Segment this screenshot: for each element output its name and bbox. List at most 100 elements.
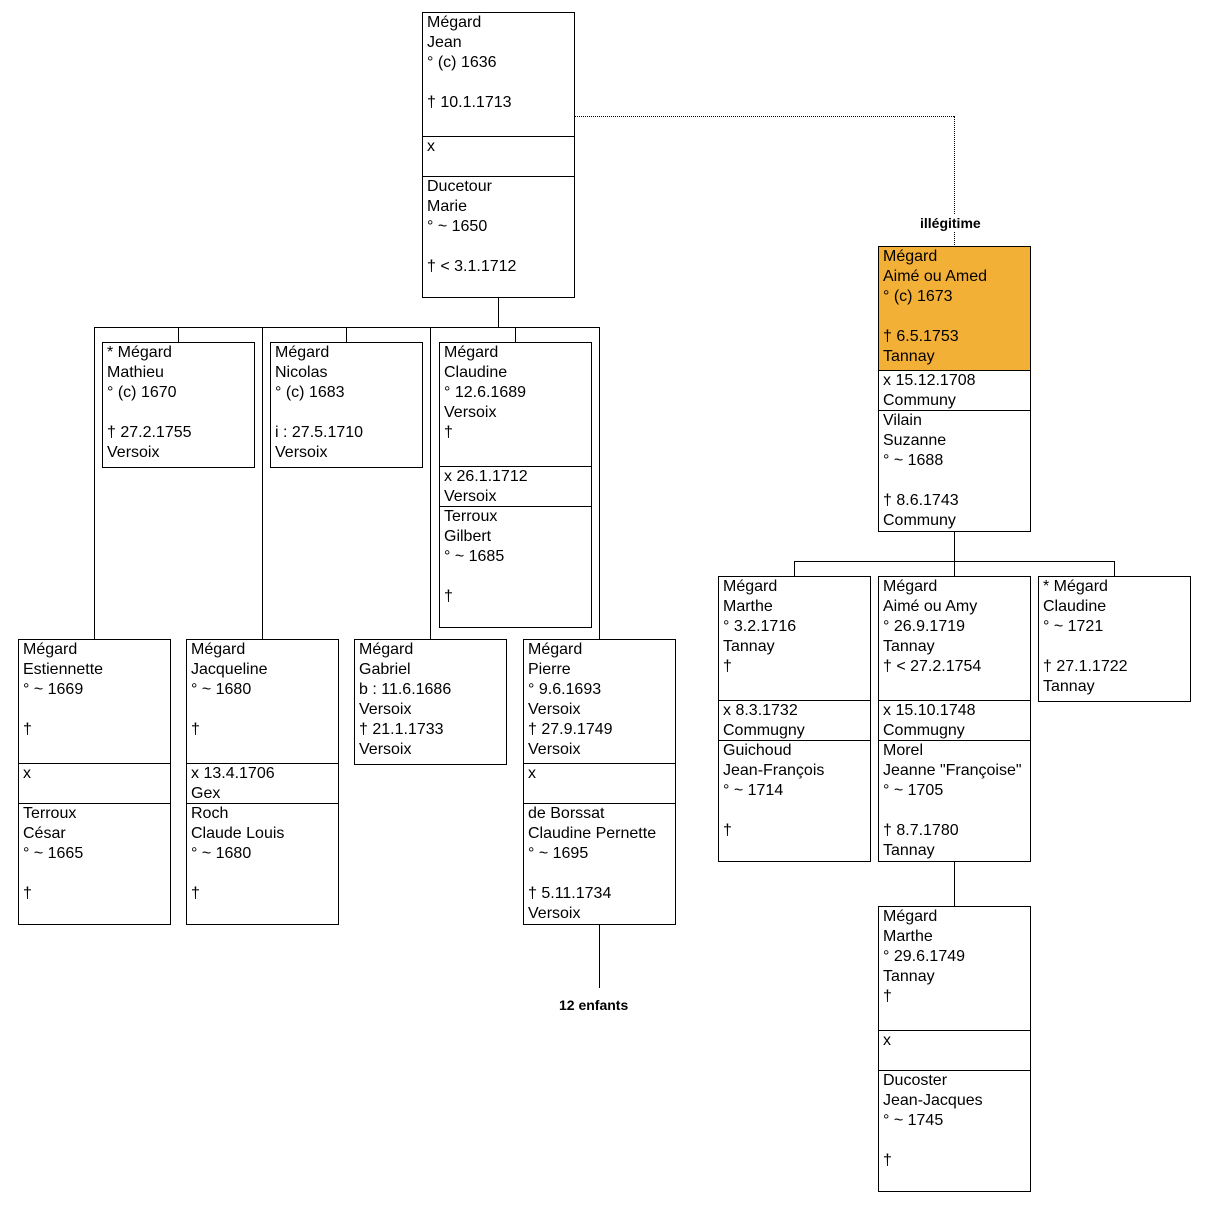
text-line: † 5.11.1734: [528, 885, 612, 902]
connector-line: [94, 327, 95, 639]
text-line: Gilbert: [444, 528, 492, 545]
text-line: ° ~ 1685: [444, 548, 505, 565]
text-line: † 27.1.1722: [1043, 658, 1128, 675]
text-line: [423, 73, 574, 93]
text-line: [440, 567, 591, 587]
text-line: Claudine Pernette: [528, 825, 657, 842]
dotted-connector: [954, 232, 955, 247]
text-line: Commugny: [883, 722, 965, 739]
text-line: [19, 700, 170, 720]
text-line: Versoix: [528, 741, 581, 758]
text-line: [423, 237, 574, 257]
text-line: ° 3.2.1716: [723, 618, 797, 635]
connector-line: [794, 561, 795, 576]
connector-line: [954, 861, 955, 907]
text-line: ° ~ 1669: [23, 681, 84, 698]
text-line: Versoix: [359, 701, 412, 718]
text-line: ° ~ 1721: [1043, 618, 1104, 635]
text-line: Tannay: [723, 638, 775, 655]
text-line: de Borssat: [528, 805, 605, 822]
text-line: [187, 700, 338, 720]
text-line: Jean-François: [723, 762, 825, 779]
text-line: † 27.9.1749: [528, 721, 613, 738]
text-line: Mégard: [528, 641, 583, 658]
marriage-section: x: [19, 764, 170, 804]
text-line: Mégard: [359, 641, 414, 658]
text-line: Vilain: [883, 412, 922, 429]
text-line: x 13.4.1706: [191, 765, 275, 782]
text-line: b : 11.6.1686: [359, 681, 452, 698]
text-line: Mathieu: [107, 364, 164, 381]
text-line: ° 9.6.1693: [528, 681, 602, 698]
text-line: Marie: [427, 198, 468, 215]
text-line: x 15.12.1708: [883, 372, 976, 389]
text-line: ° ~ 1714: [723, 782, 784, 799]
text-line: Aimé ou Amy: [883, 598, 978, 615]
text-line: ° (c) 1670: [107, 384, 177, 401]
text-line: †: [23, 721, 32, 738]
text-line: Tannay: [883, 638, 935, 655]
connector-line: [1114, 561, 1115, 576]
connector-line: [498, 297, 499, 327]
text-line: Marthe: [883, 928, 933, 945]
text-line: †: [723, 658, 732, 675]
text-line: x: [23, 765, 31, 782]
text-line: ° (c) 1683: [275, 384, 345, 401]
text-line: Nicolas: [275, 364, 328, 381]
text-line: [879, 471, 1030, 491]
text-line: [187, 864, 338, 884]
text-line: †: [444, 424, 453, 441]
text-line: ° ~ 1665: [23, 845, 84, 862]
text-line: Marthe: [723, 598, 773, 615]
text-line: Mégard: [883, 908, 938, 925]
text-line: Mégard: [444, 344, 499, 361]
text-line: x 8.3.1732: [723, 702, 798, 719]
text-line: †: [444, 588, 453, 605]
text-line: ° 12.6.1689: [444, 384, 527, 401]
text-line: Gex: [191, 785, 221, 802]
text-line: † 6.5.1753: [883, 328, 959, 345]
marriage-section: x: [879, 1031, 1030, 1071]
text-line: † < 3.1.1712: [427, 258, 517, 275]
text-line: * Mégard: [107, 344, 172, 361]
text-line: Mégard: [427, 14, 482, 31]
text-line: † 21.1.1733: [359, 721, 444, 738]
text-line: Versoix: [444, 488, 497, 505]
text-line: Guichoud: [723, 742, 792, 759]
text-line: ° 29.6.1749: [883, 948, 966, 965]
text-line: Ducetour: [427, 178, 492, 195]
text-line: [524, 864, 675, 884]
text-line: Claudine: [444, 364, 508, 381]
text-line: †: [191, 721, 200, 738]
connector-line: [94, 327, 600, 328]
text-line: Commugny: [723, 722, 805, 739]
text-line: ° 26.9.1719: [883, 618, 966, 635]
text-line: ° (c) 1673: [883, 288, 953, 305]
text-line: Tannay: [883, 348, 935, 365]
text-line: Mégard: [23, 641, 78, 658]
text-line: Roch: [191, 805, 229, 822]
connector-line: [954, 561, 955, 576]
